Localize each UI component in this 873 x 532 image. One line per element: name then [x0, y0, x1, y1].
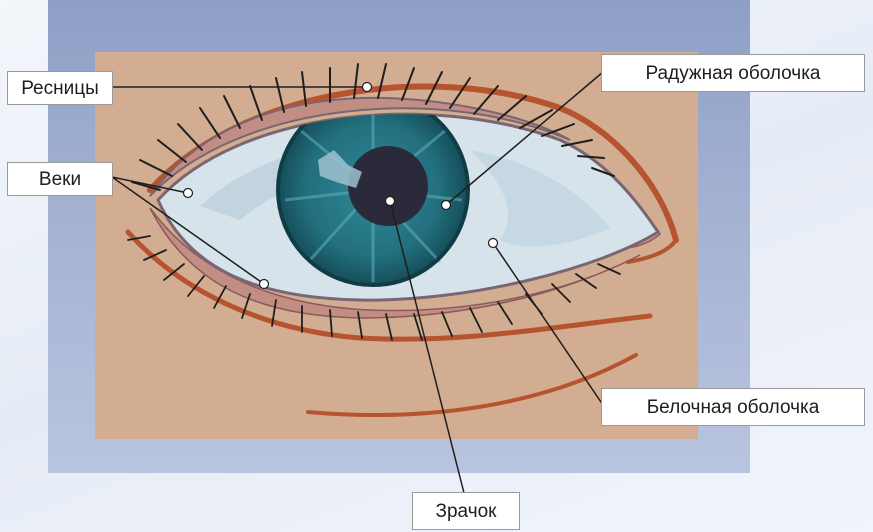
label-eyelids: Веки: [7, 162, 113, 196]
sclera-pointer: [487, 237, 499, 249]
pupil-leader: [389, 200, 465, 494]
iris-leader: [445, 71, 604, 206]
eyelids-leader-lower: [111, 176, 265, 285]
upper-eyelid: [149, 96, 571, 197]
eyelids-pointer-upper: [182, 187, 194, 199]
inner-corner-line: [626, 238, 678, 264]
eyelids-leader-upper: [111, 176, 189, 194]
pupil: [348, 146, 428, 226]
eyelids-pointer-lower: [258, 278, 270, 290]
lower-eyelid: [149, 207, 641, 319]
upper-eyelashes: [131, 63, 615, 191]
lower-lid-contour: [125, 229, 653, 342]
sclera-leader: [492, 242, 604, 406]
eyelashes-pointer: [361, 81, 373, 93]
label-iris: Радужная оболочка: [601, 54, 865, 92]
label-pupil: Зрачок: [412, 492, 520, 530]
iris-pointer: [440, 199, 452, 211]
cheek-line: [306, 353, 638, 417]
label-eyelashes: Ресницы: [7, 71, 113, 105]
pupil-pointer: [384, 195, 396, 207]
label-sclera: Белочная оболочка: [601, 388, 865, 426]
eye-highlight: [318, 150, 362, 188]
